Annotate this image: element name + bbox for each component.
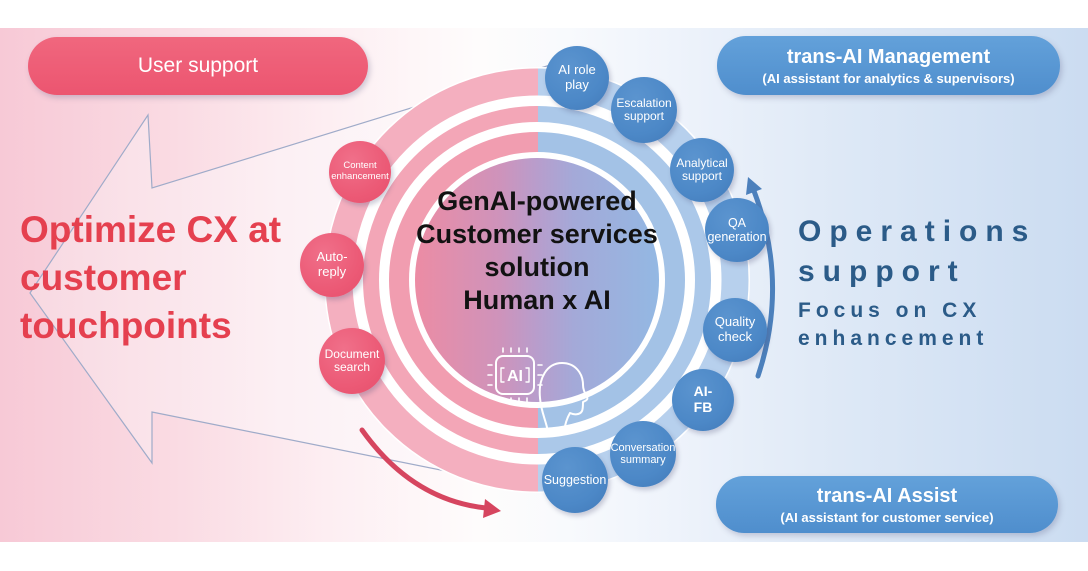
bubble-conversation-summary: Conversation summary xyxy=(610,421,676,487)
bubble-auto-reply-label: Auto- reply xyxy=(316,249,348,279)
center-title: GenAI-powered Customer services solution… xyxy=(397,185,677,317)
trans-ai-assist-subtitle: (AI assistant for customer service) xyxy=(780,509,994,525)
ai-chip-head-icon: AI xyxy=(487,347,589,433)
center-gradient-circle xyxy=(415,158,659,402)
bubble-ai-role-play: AI role play xyxy=(545,46,609,110)
bubble-qa-generation-label: QA generation xyxy=(707,216,767,244)
bubble-conversation-summary-label: Conversation summary xyxy=(610,441,676,466)
optimize-line-3: touchpoints xyxy=(20,305,232,346)
bubble-content-enhancement: Content enhancement xyxy=(329,141,391,203)
bubble-qa-generation: QA generation xyxy=(705,198,769,262)
human-head-profile-icon xyxy=(538,362,589,433)
operations-line-1: Operations xyxy=(798,215,1037,248)
bubble-analytical-support-label: Analytical support xyxy=(676,155,728,183)
bubble-document-search-label: Document search xyxy=(324,346,380,374)
trans-ai-assist-title: trans-AI Assist xyxy=(816,484,958,507)
bubble-suggestion-label: Suggestion xyxy=(543,473,607,487)
bubble-quality-check-label: Quality check xyxy=(714,314,756,344)
pink-curved-arrow xyxy=(359,427,501,518)
trans-ai-assist-pill: trans-AI Assist (AI assistant for custom… xyxy=(716,476,1058,533)
bubble-ai-role-play-label: AI role play xyxy=(558,62,596,92)
trans-ai-management-title: trans-AI Management xyxy=(786,45,991,68)
bubble-escalation-support: Escalation support xyxy=(611,77,677,143)
optimize-line-2: customer xyxy=(20,257,187,298)
center-title-line-1: GenAI-powered xyxy=(437,186,637,216)
bubble-content-enhancement-label: Content enhancement xyxy=(331,160,389,182)
operations-line-2: support xyxy=(798,255,966,288)
bubble-ai-fb-label: AI- FB xyxy=(693,383,713,415)
bubble-suggestion: Suggestion xyxy=(542,447,608,513)
center-title-line-3: solution xyxy=(484,252,590,282)
user-support-label: User support xyxy=(137,54,259,77)
bubble-analytical-support: Analytical support xyxy=(670,138,734,202)
ai-chip-label: AI xyxy=(507,368,523,385)
bubble-document-search: Document search xyxy=(319,328,385,394)
optimize-cx-headline: Optimize CX at customer touchpoints xyxy=(20,206,350,350)
bubble-quality-check: Quality check xyxy=(703,298,767,362)
center-title-line-2: Customer services xyxy=(416,219,658,249)
user-support-pill: User support xyxy=(28,37,368,95)
operations-line-3: Focus on CX xyxy=(798,299,982,322)
bubble-escalation-support-label: Escalation support xyxy=(616,95,672,123)
center-title-line-4: Human x AI xyxy=(463,285,611,315)
rings-blue-half xyxy=(538,68,749,492)
operations-line-4: enhancement xyxy=(798,327,989,350)
chip-outline-icon xyxy=(495,355,535,395)
trans-ai-management-pill: trans-AI Management (AI assistant for an… xyxy=(717,36,1060,95)
operations-support-block: Operations support Focus on CX enhanceme… xyxy=(798,212,1088,353)
bubble-ai-fb: AI- FB xyxy=(672,369,734,431)
optimize-line-1: Optimize CX at xyxy=(20,209,282,250)
bubble-auto-reply: Auto- reply xyxy=(300,233,364,297)
trans-ai-management-subtitle: (AI assistant for analytics & supervisor… xyxy=(762,70,1015,86)
